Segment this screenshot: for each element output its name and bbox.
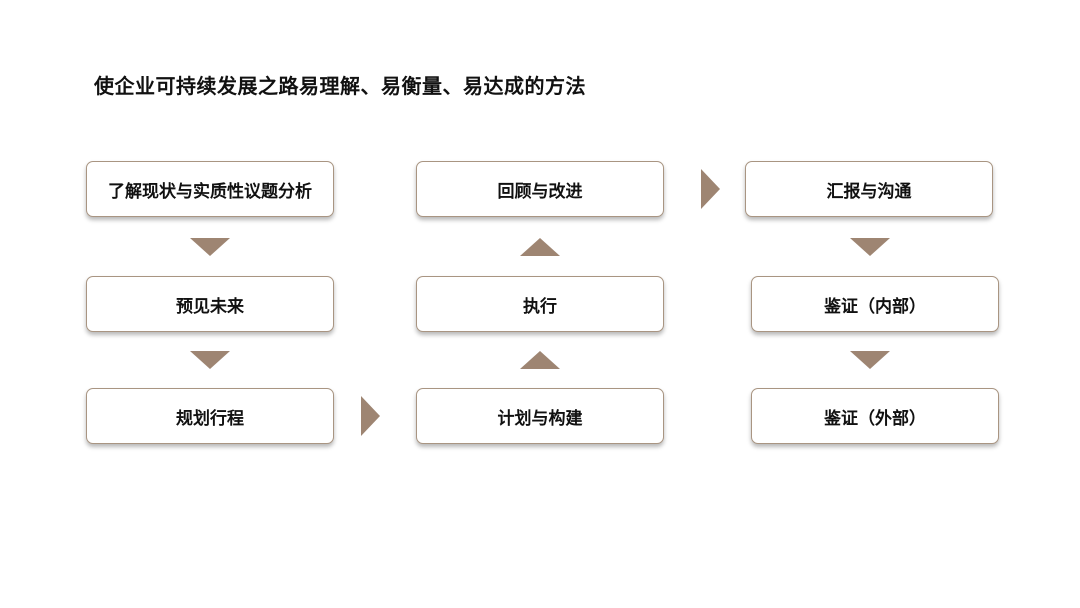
step-box-external-assurance: 鉴证（外部） (751, 388, 999, 444)
right-arrow-icon (361, 396, 380, 436)
step-box-execute: 执行 (416, 276, 664, 332)
down-arrow-icon (850, 351, 890, 369)
down-arrow-icon (190, 351, 230, 369)
down-arrow-icon (850, 238, 890, 256)
up-arrow-icon (520, 238, 560, 256)
step-box-review-improve: 回顾与改进 (416, 161, 664, 217)
step-box-current-state-analysis: 了解现状与实质性议题分析 (86, 161, 334, 217)
up-arrow-icon (520, 351, 560, 369)
step-box-internal-assurance: 鉴证（内部） (751, 276, 999, 332)
step-box-plan-build: 计划与构建 (416, 388, 664, 444)
step-box-plan-route: 规划行程 (86, 388, 334, 444)
down-arrow-icon (190, 238, 230, 256)
step-box-report-communicate: 汇报与沟通 (745, 161, 993, 217)
step-box-foresee-future: 预见未来 (86, 276, 334, 332)
slide-title: 使企业可持续发展之路易理解、易衡量、易达成的方法 (94, 74, 586, 98)
right-arrow-icon (701, 169, 720, 209)
